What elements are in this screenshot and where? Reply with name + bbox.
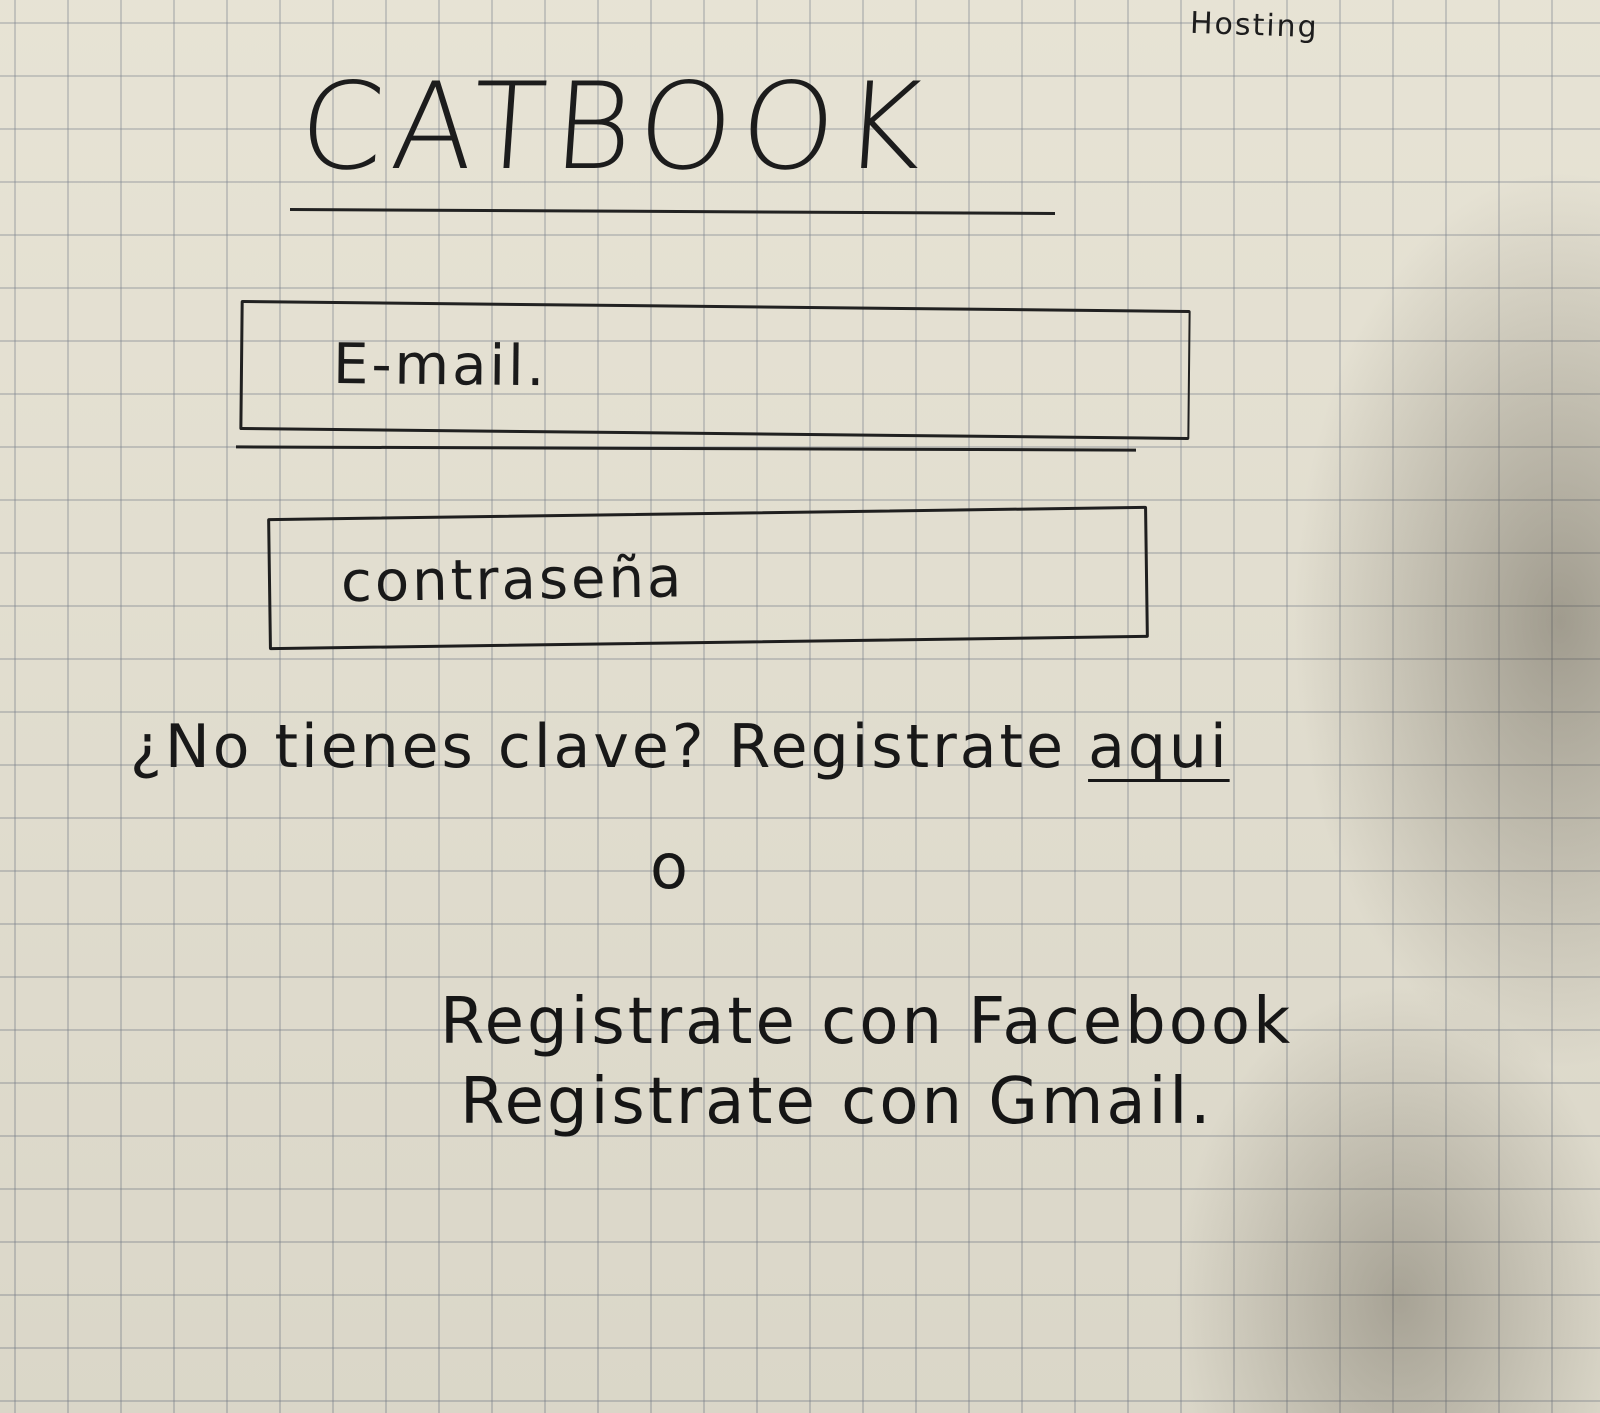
email-placeholder: E-mail.: [332, 332, 548, 400]
or-divider: o: [650, 830, 690, 903]
email-field-underline: [235, 445, 1137, 452]
register-gmail-button[interactable]: Registrate con Gmail.: [460, 1065, 1214, 1139]
password-placeholder: contraseña: [340, 545, 685, 616]
password-field[interactable]: contraseña: [267, 505, 1149, 651]
logo-underline: [289, 207, 1056, 216]
email-field[interactable]: E-mail.: [239, 300, 1191, 440]
register-prompt: ¿No tienes clave? Registrate aqui: [130, 712, 1230, 782]
register-here-link[interactable]: aqui: [1088, 712, 1230, 782]
app-logo: CATBOOK: [295, 58, 935, 197]
register-facebook-button[interactable]: Registrate con Facebook: [440, 985, 1294, 1059]
margin-note: Hosting: [1189, 5, 1320, 46]
register-prompt-text: ¿No tienes clave? Registrate: [130, 712, 1089, 782]
